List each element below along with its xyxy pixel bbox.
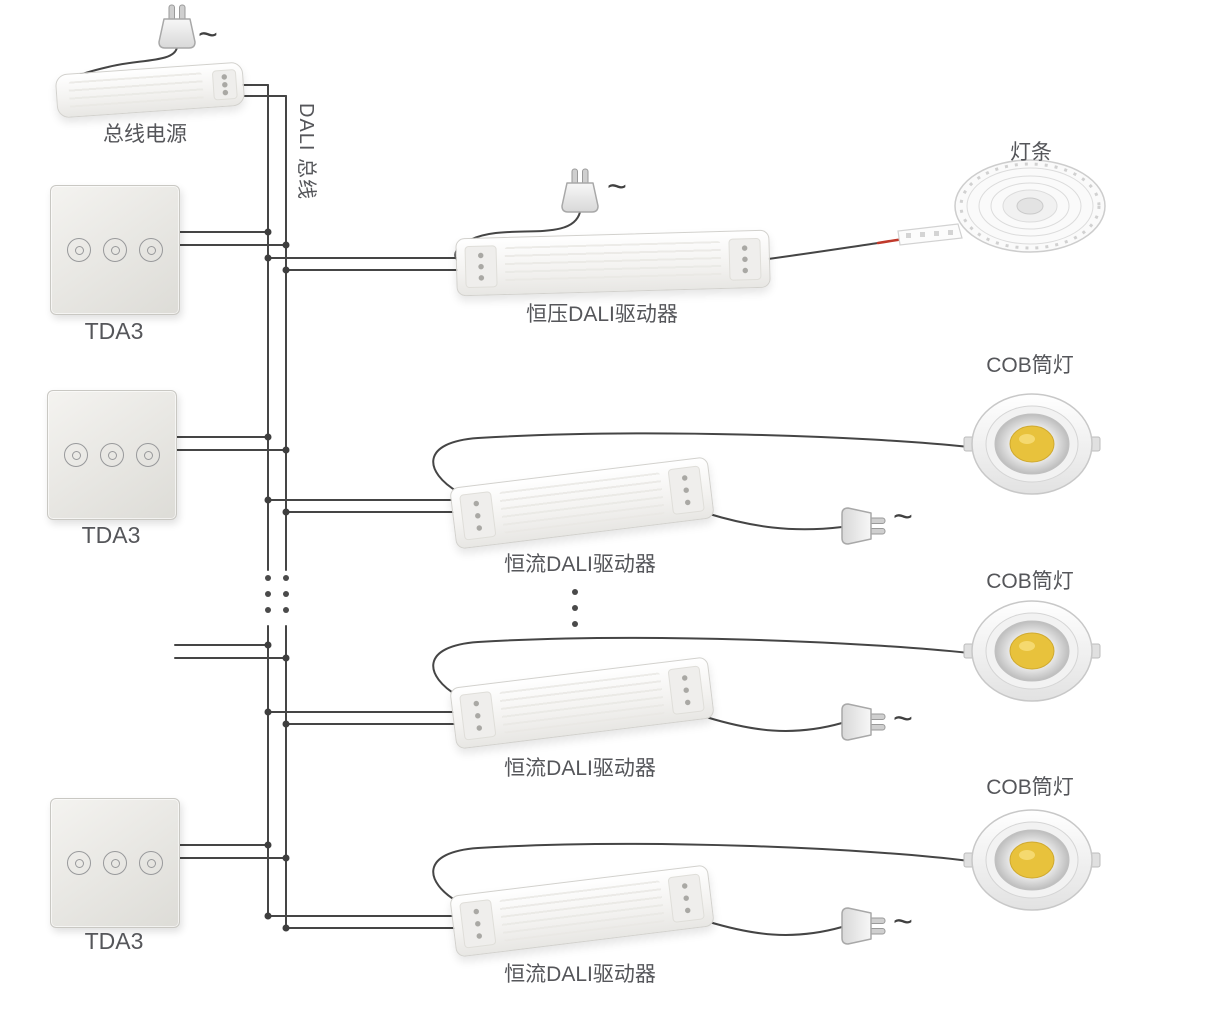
junction-dots — [264, 228, 290, 932]
device-print-detail — [499, 472, 665, 534]
driver1-output-wire — [767, 242, 879, 260]
bus-power-supply-label: 总线电源 — [103, 123, 187, 146]
device-print-detail — [499, 880, 665, 942]
cob-downlight-icon-1 — [963, 393, 1101, 495]
cob-downlight-icon-2 — [963, 600, 1101, 702]
wall-switch-2 — [47, 390, 177, 520]
cob-downlight-icon-3 — [963, 809, 1101, 911]
wall-switch-3 — [50, 798, 180, 928]
switch-buttons — [48, 391, 176, 519]
touch-button-icon — [103, 238, 127, 262]
terminal-block — [459, 691, 497, 741]
cob-downlight-label-3: COB筒灯 — [986, 776, 1074, 799]
driver3-power-cord — [705, 716, 843, 732]
ac-symbol-driver1: ~ — [607, 168, 627, 206]
terminal-block — [459, 491, 497, 541]
device-print-detail — [499, 672, 665, 734]
driver4-output-wire — [432, 842, 970, 903]
touch-button-icon — [103, 851, 127, 875]
continuation-bus-wires — [174, 644, 287, 659]
touch-button-icon — [139, 238, 163, 262]
touch-button-icon — [136, 443, 160, 467]
ac-symbol-driver3: ~ — [893, 700, 913, 738]
wall-switch-1 — [50, 185, 180, 315]
terminal-block — [728, 237, 762, 281]
driver4-bus-wires — [267, 915, 467, 929]
cv-dali-driver-device — [455, 229, 771, 297]
ac-symbol-driver4: ~ — [893, 903, 913, 941]
driver1-bus-wires — [267, 257, 471, 271]
touch-button-icon — [100, 443, 124, 467]
touch-button-icon — [67, 238, 91, 262]
touch-button-icon — [67, 851, 91, 875]
terminal-block — [211, 68, 238, 101]
dali-bus-label: DALI 总线 — [295, 103, 317, 201]
led-strip-label: 灯条 — [1010, 141, 1052, 164]
terminal-block — [667, 465, 705, 515]
supply-bus-feed — [241, 84, 287, 97]
bus-continuation-ellipsis — [265, 575, 289, 613]
mains-plug-icon-driver3 — [841, 703, 886, 741]
switch-label-3: TDA3 — [84, 928, 144, 954]
terminal-block — [459, 899, 497, 949]
wire-group — [59, 46, 970, 936]
mains-plug-icon-driver1 — [561, 168, 599, 213]
drivers-continuation-ellipsis — [572, 589, 578, 627]
led-strip-coil-icon — [897, 159, 1106, 253]
switch-buttons — [51, 799, 179, 927]
driver3-bus-wires — [267, 711, 465, 725]
terminal-block — [464, 245, 498, 289]
cc-driver-label-3: 恒流DALI驱动器 — [504, 963, 656, 986]
terminal-block — [667, 873, 705, 923]
cob-downlight-label-1: COB筒灯 — [986, 354, 1074, 377]
switch-label-2: TDA3 — [81, 522, 141, 548]
driver2-power-cord — [705, 512, 843, 531]
driver2-output-wire — [432, 432, 970, 493]
switch-buttons — [51, 186, 179, 314]
device-print-detail — [504, 240, 722, 286]
switch1-bus-wires — [177, 231, 287, 246]
cc-driver-label-1: 恒流DALI驱动器 — [504, 553, 656, 576]
ac-symbol-driver2: ~ — [893, 498, 913, 536]
mains-plug-icon-supply — [158, 4, 196, 49]
switch-label-1: TDA3 — [84, 318, 144, 344]
terminal-block — [667, 665, 705, 715]
device-print-detail — [68, 72, 204, 110]
driver4-power-cord — [705, 920, 843, 936]
cv-driver-label: 恒压DALI驱动器 — [526, 303, 678, 326]
mains-plug-icon-driver4 — [841, 907, 886, 945]
switch2-bus-wires — [174, 436, 287, 451]
touch-button-icon — [64, 443, 88, 467]
driver3-output-wire — [432, 636, 970, 697]
driver2-bus-wires — [267, 499, 465, 513]
touch-button-icon — [139, 851, 163, 875]
cob-downlight-label-2: COB筒灯 — [986, 570, 1074, 593]
cc-driver-label-2: 恒流DALI驱动器 — [504, 757, 656, 780]
switch3-bus-wires — [177, 844, 287, 859]
ac-symbol-supply: ~ — [198, 16, 218, 54]
mains-plug-icon-driver2 — [841, 507, 886, 545]
